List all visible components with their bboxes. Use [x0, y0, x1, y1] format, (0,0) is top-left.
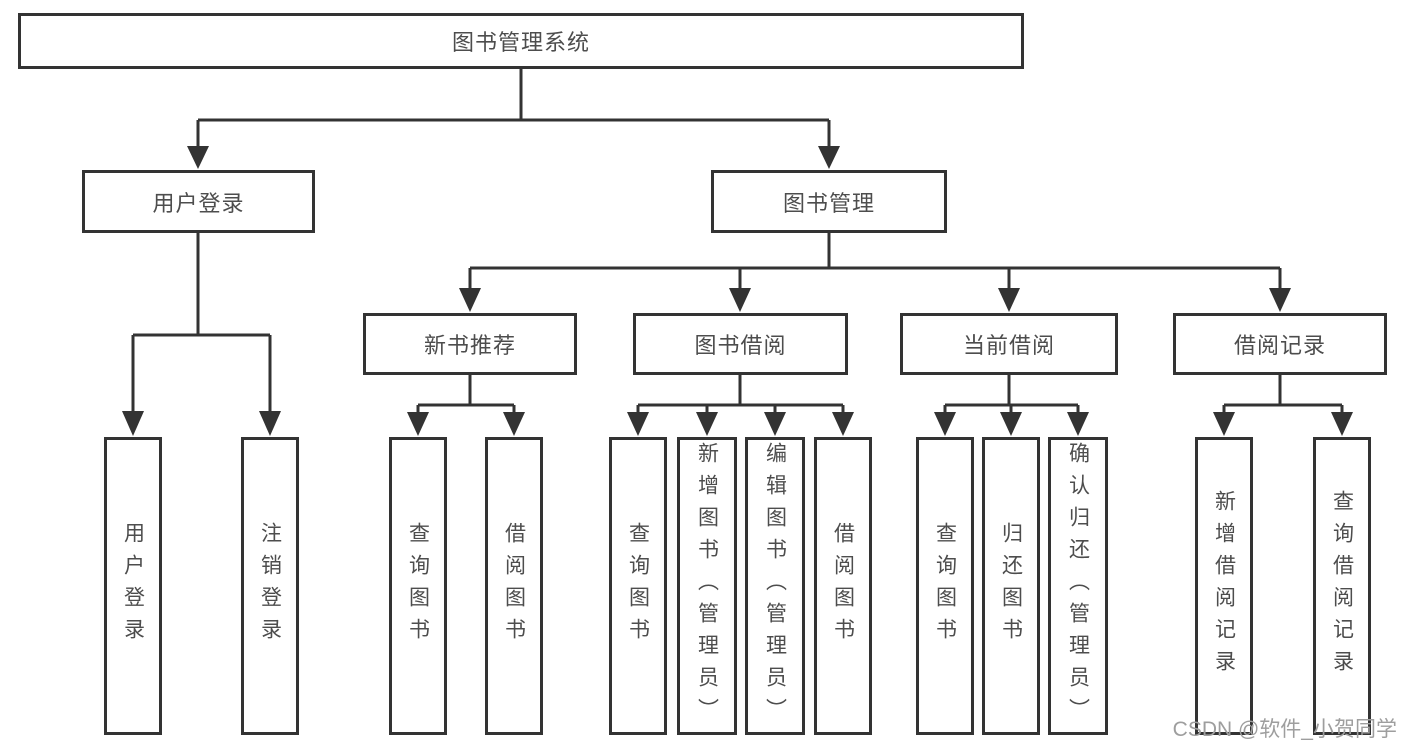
- leaf-user-login: 用户登录: [104, 437, 162, 735]
- node-label: 图书借阅: [694, 333, 787, 358]
- node-label: 用户登录: [121, 522, 145, 650]
- node-label: 查询图书: [626, 522, 650, 650]
- leaf-borrow-books-recommend: 借阅图书: [485, 437, 543, 735]
- leaf-add-borrow-record: 新增借阅记录: [1195, 437, 1253, 735]
- node-label: 归还图书: [999, 522, 1023, 650]
- leaf-confirm-return-admin: 确认归还（管理员）: [1048, 437, 1108, 735]
- node-label: 查询借阅记录: [1330, 490, 1354, 682]
- edges-book-mgmt-to-level3: [459, 233, 1291, 312]
- leaf-query-books-recommend: 查询图书: [389, 437, 447, 735]
- node-label: 查询图书: [406, 522, 430, 650]
- leaf-edit-book-admin: 编辑图书（管理员）: [745, 437, 805, 735]
- node-borrow-records: 借阅记录: [1173, 313, 1387, 375]
- edges-borrow-records: [1213, 375, 1353, 436]
- leaf-borrow-books-borrow: 借阅图书: [814, 437, 872, 735]
- node-label: 新增图书（管理员）: [695, 442, 719, 730]
- leaf-logout: 注销登录: [241, 437, 299, 735]
- node-label: 编辑图书（管理员）: [763, 442, 787, 730]
- node-label: 借阅图书: [831, 522, 855, 650]
- csdn-watermark: CSDN @软件_小贺同学: [1172, 718, 1397, 741]
- node-label: 借阅图书: [502, 522, 526, 650]
- edges-root-to-level2: [187, 69, 840, 169]
- node-user-login: 用户登录: [82, 170, 315, 233]
- node-book-management: 图书管理: [711, 170, 947, 233]
- node-label: 图书管理系统: [451, 30, 590, 55]
- node-label: 借阅记录: [1233, 333, 1326, 358]
- node-label: 新书推荐: [423, 333, 516, 358]
- node-root: 图书管理系统: [18, 13, 1024, 69]
- leaf-query-books-current: 查询图书: [916, 437, 974, 735]
- leaf-query-borrow-record: 查询借阅记录: [1313, 437, 1371, 735]
- node-label: 图书管理: [782, 190, 875, 216]
- node-label: 当前借阅: [962, 333, 1055, 358]
- node-label: 用户登录: [152, 190, 245, 216]
- node-label: 查询图书: [933, 522, 957, 650]
- leaf-query-books-borrow: 查询图书: [609, 437, 667, 735]
- leaf-return-books: 归还图书: [982, 437, 1040, 735]
- leaf-add-book-admin: 新增图书（管理员）: [677, 437, 737, 735]
- edges-user-login-to-leaves: [122, 233, 281, 436]
- node-current-borrow: 当前借阅: [900, 313, 1118, 375]
- node-label: 新增借阅记录: [1212, 490, 1236, 682]
- node-new-book-recommend: 新书推荐: [363, 313, 577, 375]
- node-label: 确认归还（管理员）: [1066, 442, 1090, 730]
- node-book-borrow: 图书借阅: [633, 313, 848, 375]
- node-label: 注销登录: [258, 522, 282, 650]
- edges-current-borrow: [934, 375, 1089, 436]
- edges-book-borrow: [627, 375, 854, 436]
- edges-new-book-recommend: [407, 375, 525, 436]
